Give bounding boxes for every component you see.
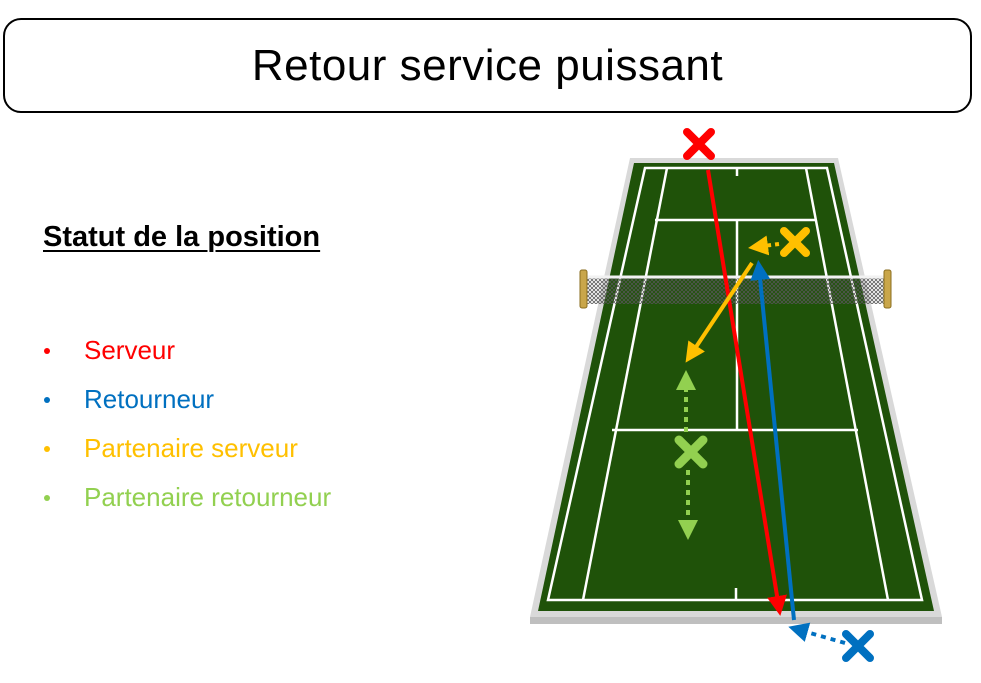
court-lines: [546, 166, 924, 602]
retourneur-trajectory: [750, 260, 846, 645]
section-heading: Statut de la position: [43, 221, 321, 253]
partenaire-serveur-trajectory: [685, 235, 780, 363]
bullet-icon: [44, 494, 50, 501]
legend-item-partenaire-retourneur: Partenaire retourneur: [40, 473, 331, 522]
partenaire-retourneur-trajectory: [676, 370, 698, 540]
serveur-cross-icon: [683, 128, 715, 160]
net-icon: [579, 269, 892, 309]
bullet-icon: [44, 445, 50, 452]
legend-label: Retourneur: [84, 384, 215, 414]
partenaire-retourneur-cross-icon: [674, 435, 708, 469]
legend-label: Serveur: [84, 335, 176, 365]
legend: Serveur Retourneur Partenaire serveur Pa…: [40, 326, 331, 522]
page-title: Retour service puissant: [251, 40, 724, 90]
bullet-icon: [44, 396, 50, 403]
partenaire-serveur-cross-icon: [780, 227, 810, 257]
legend-item-retourneur: Retourneur: [40, 375, 331, 424]
legend-item-partenaire-serveur: Partenaire serveur: [40, 424, 331, 473]
legend-label: Partenaire retourneur: [84, 482, 332, 512]
legend-label: Partenaire serveur: [84, 433, 298, 463]
legend-item-serveur: Serveur: [40, 326, 331, 375]
retourneur-cross-icon: [842, 630, 874, 662]
serveur-trajectory: [706, 169, 787, 616]
title-box: Retour service puissant: [3, 18, 972, 113]
bullet-icon: [44, 347, 50, 354]
